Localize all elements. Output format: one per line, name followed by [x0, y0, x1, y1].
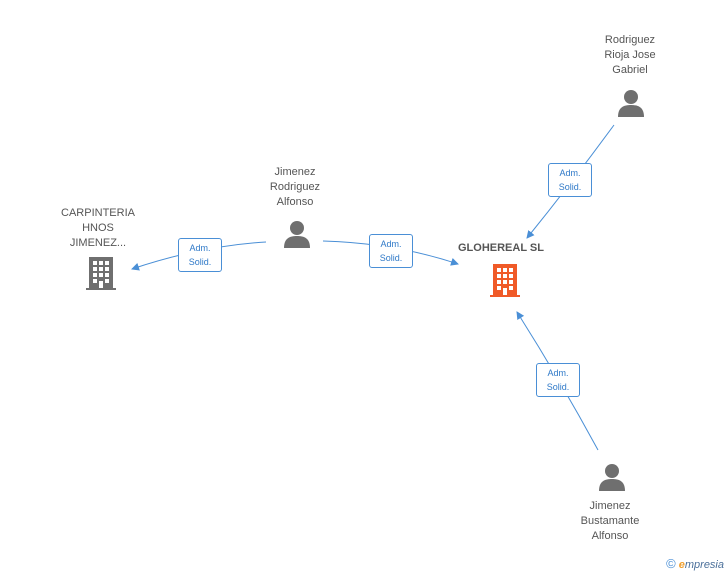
label-line: Rodriguez [269, 181, 321, 193]
brand-watermark: © empresia [666, 556, 724, 571]
label-line: Jimenez [589, 500, 631, 512]
brand-logo-e: e [678, 559, 685, 571]
edge-label-rr-glohereal[interactable]: Adm. Solid. [548, 163, 592, 197]
edge-label-line: Solid. [558, 182, 582, 192]
node-label-jimenez-rodriguez[interactable]: Jimenez Rodriguez Alfonso [255, 165, 335, 210]
edge-label-jr-glohereal[interactable]: Adm. Solid. [369, 234, 413, 268]
person-icon[interactable] [282, 219, 312, 249]
label-line: Rodriguez [604, 34, 656, 46]
copyright-symbol: © [666, 556, 676, 571]
edge-label-line: Solid. [188, 257, 212, 267]
brand-logo-text: mpresia [684, 559, 724, 571]
node-label-jimenez-bustamante[interactable]: Jimenez Bustamante Alfonso [570, 499, 650, 544]
node-label-rodriguez-rioja[interactable]: Rodriguez Rioja Jose Gabriel [590, 33, 670, 78]
label-line: HNOS [82, 222, 114, 234]
label-line: Bustamante [580, 515, 640, 527]
label-line: Jimenez [274, 166, 316, 178]
building-icon[interactable] [84, 255, 118, 291]
edge-label-line: Solid. [546, 382, 570, 392]
edge-label-line: Solid. [379, 253, 403, 263]
person-icon[interactable] [616, 88, 646, 118]
building-icon[interactable] [488, 262, 522, 298]
label-line: Alfonso [591, 530, 629, 542]
edge-label-jb-glohereal[interactable]: Adm. Solid. [536, 363, 580, 397]
edge-label-line: Adm. [547, 368, 569, 378]
edge-label-line: Adm. [380, 239, 402, 249]
label-line: Gabriel [612, 64, 648, 76]
person-icon[interactable] [597, 462, 627, 492]
edge-label-jr-carpinteria[interactable]: Adm. Solid. [178, 238, 222, 272]
label-line: Alfonso [276, 196, 314, 208]
label-line: CARPINTERIA [61, 207, 135, 219]
label-line: Rioja Jose [604, 49, 656, 61]
label-line: JIMENEZ... [69, 237, 127, 249]
node-label-carpinteria[interactable]: CARPINTERIA HNOS JIMENEZ... [58, 206, 138, 251]
edge-label-line: Adm. [559, 168, 581, 178]
node-label-glohereal[interactable]: GLOHEREAL SL [458, 242, 544, 254]
edge-label-line: Adm. [189, 243, 211, 253]
